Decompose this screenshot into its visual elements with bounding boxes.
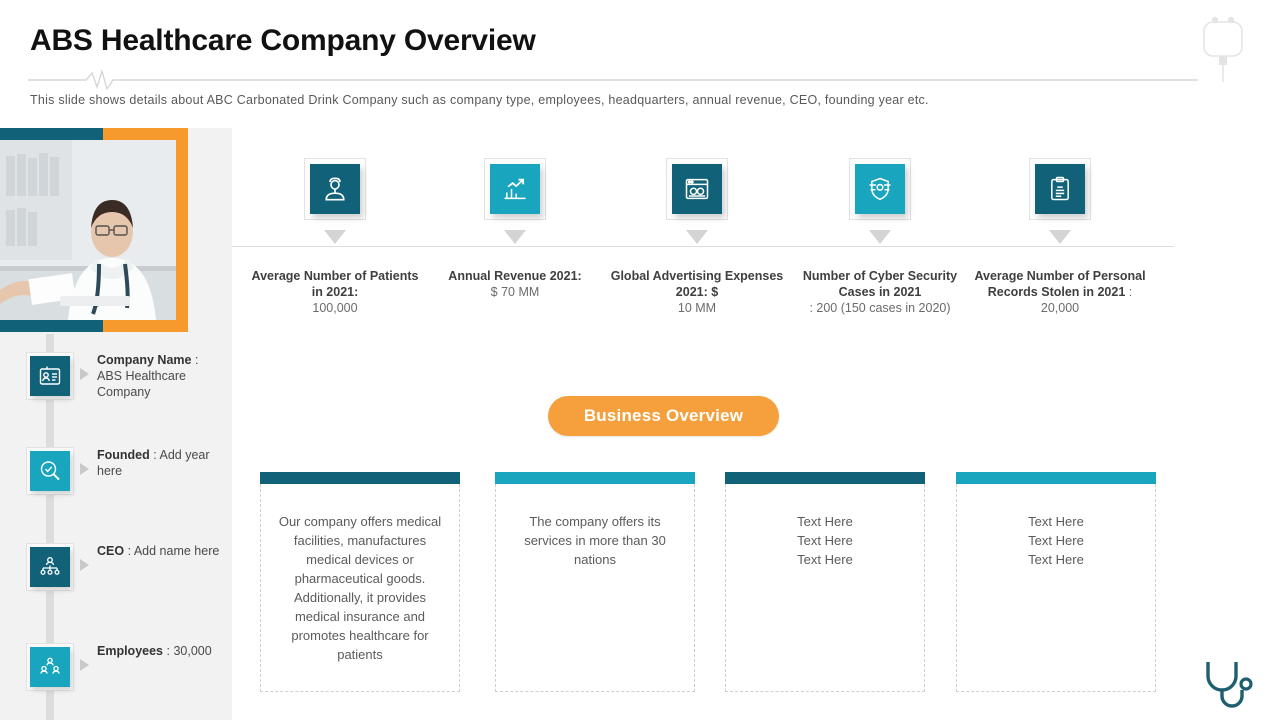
stat-value: 10 MM bbox=[677, 301, 717, 315]
sidebar-item-value: Add year here bbox=[97, 448, 210, 478]
photo-accent-bar-right-orange bbox=[176, 128, 188, 332]
business-overview-button[interactable]: Business Overview bbox=[548, 396, 779, 436]
card-body: Text Here Text Here Text Here bbox=[956, 484, 1156, 692]
sidebar-item-separator: : bbox=[163, 644, 170, 658]
doctor-photo bbox=[0, 140, 176, 320]
stethoscope-icon bbox=[1206, 662, 1253, 708]
sidebar-item-separator: : bbox=[149, 448, 157, 462]
overview-card-4[interactable]: Text Here Text Here Text Here bbox=[956, 472, 1156, 692]
card-top-bar bbox=[260, 472, 460, 484]
sidebar-item-employees[interactable]: Employees : 30,000 bbox=[0, 643, 232, 699]
page-subtitle: This slide shows details about ABC Carbo… bbox=[30, 93, 929, 107]
card-body: Our company offers medical facilities, m… bbox=[260, 484, 460, 692]
iv-drip-icon bbox=[1203, 16, 1243, 82]
stat-label: Average Number of Personal Records Stole… bbox=[974, 269, 1146, 315]
sidebar-item-ceo[interactable]: CEO : Add name here bbox=[0, 543, 232, 599]
card-body: The company offers its services in more … bbox=[495, 484, 695, 692]
clipboard-records-icon bbox=[1035, 164, 1085, 214]
card-top-bar bbox=[725, 472, 925, 484]
chevron-right-icon bbox=[80, 463, 89, 475]
stat-value: $ 70 MM bbox=[490, 285, 540, 299]
sidebar-item-label: Employees bbox=[97, 644, 164, 658]
sidebar-connector-line bbox=[46, 334, 54, 720]
sidebar-item-text: Company Name : ABS Healthcare Company bbox=[97, 352, 222, 400]
stat-label: Global Advertising Expenses 2021: $10 MM bbox=[610, 269, 784, 315]
sidebar-item-label: Founded bbox=[97, 448, 150, 462]
photo-accent-bar-bottom-orange bbox=[103, 320, 188, 332]
stats-divider bbox=[232, 246, 1174, 247]
sidebar-item-value: Add name here bbox=[133, 544, 220, 558]
revenue-growth-chart-icon bbox=[490, 164, 540, 214]
chevron-right-icon bbox=[80, 368, 89, 380]
stat-label: Number of Cyber Security Cases in 2021: … bbox=[802, 269, 958, 315]
chevron-right-icon bbox=[80, 659, 89, 671]
left-sidebar: Company Name : ABS Healthcare Company Fo… bbox=[0, 128, 232, 720]
sidebar-item-text: Employees : 30,000 bbox=[97, 643, 222, 659]
down-arrow-icon bbox=[504, 230, 526, 244]
id-badge-icon bbox=[30, 356, 70, 396]
browser-analytics-icon bbox=[672, 164, 722, 214]
down-arrow-icon bbox=[869, 230, 891, 244]
page-title: ABS Healthcare Company Overview bbox=[30, 24, 536, 57]
sidebar-item-label: CEO bbox=[97, 544, 125, 558]
card-text: Text Here Text Here Text Here bbox=[1028, 514, 1084, 567]
stat-label: Average Number of Patients in 2021:100,0… bbox=[251, 269, 419, 315]
card-top-bar bbox=[956, 472, 1156, 484]
sidebar-item-value: 30,000 bbox=[173, 644, 212, 658]
stat-value: : 20,000 bbox=[1040, 285, 1133, 315]
down-arrow-icon bbox=[324, 230, 346, 244]
stat-label: Annual Revenue 2021:$ 70 MM bbox=[448, 269, 582, 299]
stat-value: : 200 (150 cases in 2020) bbox=[809, 301, 951, 315]
org-people-icon bbox=[30, 547, 70, 587]
sidebar-item-separator: : bbox=[124, 544, 132, 558]
photo-accent-bar-bottom-teal bbox=[0, 320, 103, 332]
search-check-icon bbox=[30, 451, 70, 491]
card-text: Text Here Text Here Text Here bbox=[797, 514, 853, 567]
sidebar-item-value: ABS Healthcare Company bbox=[97, 369, 186, 399]
cyber-security-shield-icon bbox=[855, 164, 905, 214]
card-text: Our company offers medical facilities, m… bbox=[278, 514, 442, 662]
overview-card-2[interactable]: The company offers its services in more … bbox=[495, 472, 695, 692]
chevron-right-icon bbox=[80, 559, 89, 571]
sidebar-item-founded[interactable]: Founded : Add year here bbox=[0, 447, 232, 503]
ecg-heartbeat-line-icon bbox=[28, 70, 1198, 90]
sidebar-item-separator: : bbox=[191, 353, 199, 367]
overview-card-1[interactable]: Our company offers medical facilities, m… bbox=[260, 472, 460, 692]
photo-accent-bar-top-teal bbox=[0, 128, 103, 140]
stat-value: 100,000 bbox=[312, 301, 358, 315]
card-top-bar bbox=[495, 472, 695, 484]
sidebar-item-label: Company Name bbox=[97, 353, 192, 367]
overview-card-3[interactable]: Text Here Text Here Text Here bbox=[725, 472, 925, 692]
sidebar-item-company-name[interactable]: Company Name : ABS Healthcare Company bbox=[0, 352, 232, 408]
card-body: Text Here Text Here Text Here bbox=[725, 484, 925, 692]
sidebar-item-text: CEO : Add name here bbox=[97, 543, 222, 559]
down-arrow-icon bbox=[686, 230, 708, 244]
down-arrow-icon bbox=[1049, 230, 1071, 244]
sidebar-item-text: Founded : Add year here bbox=[97, 447, 222, 479]
company-photo-frame bbox=[0, 128, 188, 332]
card-text: The company offers its services in more … bbox=[524, 514, 666, 567]
photo-accent-bar-top-orange bbox=[103, 128, 188, 140]
people-group-icon bbox=[30, 647, 70, 687]
doctor-person-icon bbox=[310, 164, 360, 214]
